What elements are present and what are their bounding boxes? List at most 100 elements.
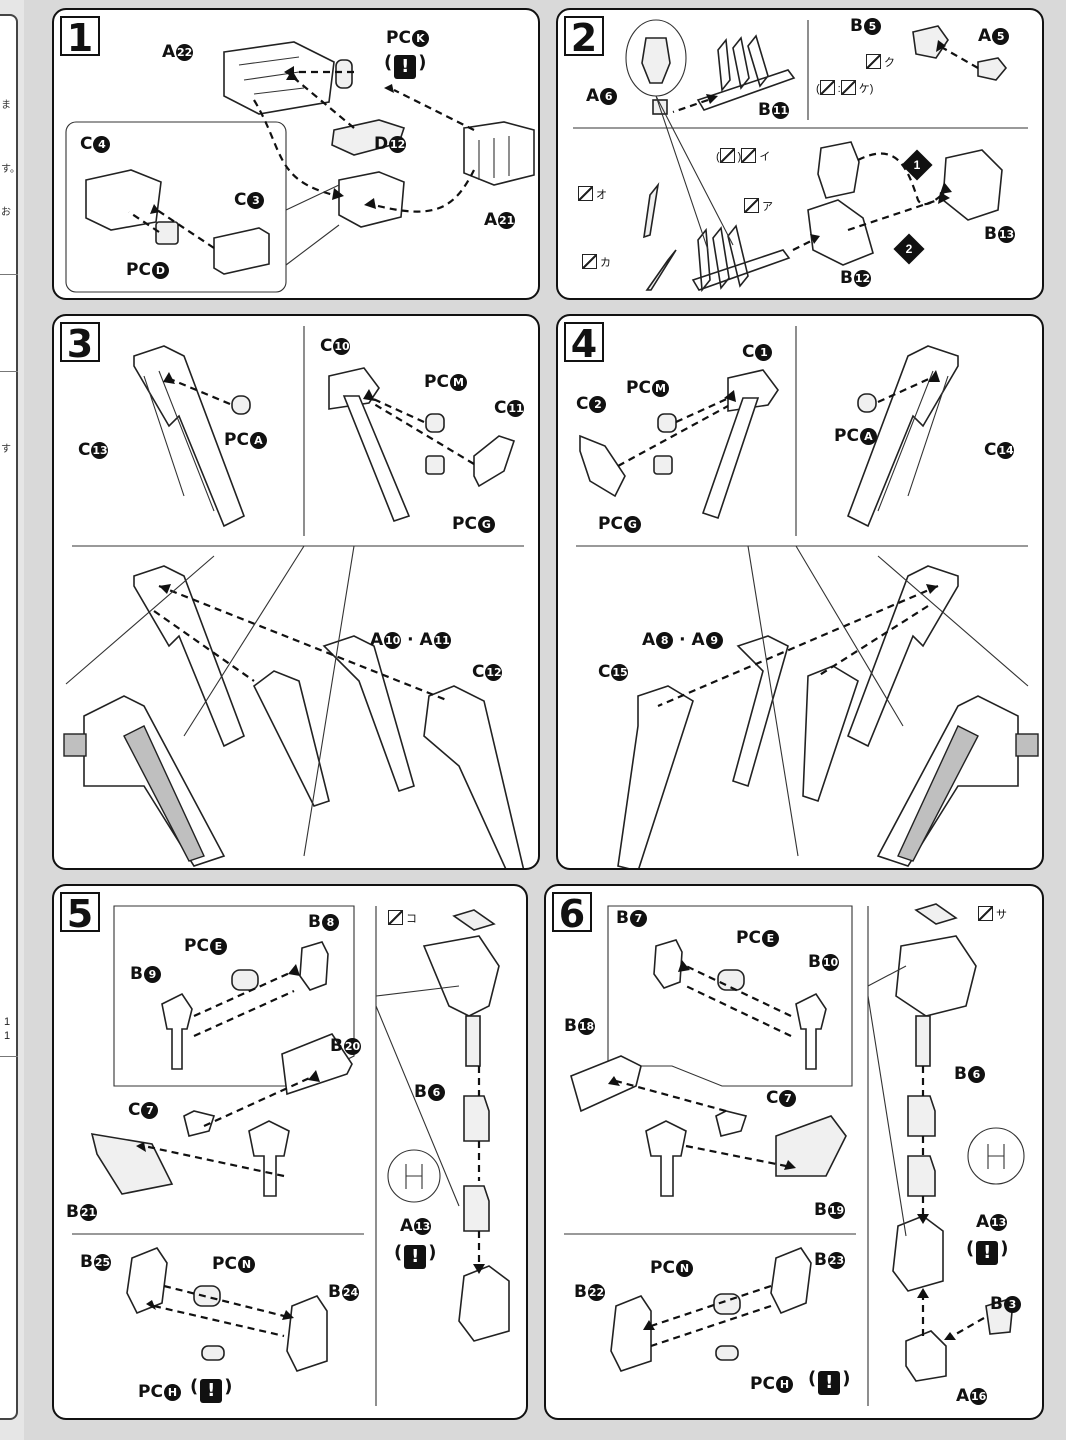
step-number: 6: [552, 892, 592, 934]
part-b24: [286, 1295, 328, 1372]
detail-bubble: [387, 1149, 441, 1203]
part-a5: [977, 57, 1008, 81]
detail-bubble: [967, 1127, 1025, 1185]
part-a8-a9: [732, 635, 789, 788]
part-c12: [423, 685, 525, 868]
step-number: 3: [60, 322, 100, 364]
part-a16: [905, 1330, 947, 1382]
part-a13: [463, 1185, 490, 1232]
runner-frame: [691, 224, 791, 293]
nipper-icon: [866, 54, 881, 69]
part-a6-zoom: [641, 37, 671, 84]
ball-joint: [248, 1120, 290, 1197]
foot-assembly: [892, 1215, 944, 1292]
leg-shade: [123, 725, 205, 862]
part-b10: [795, 992, 827, 1070]
step-4-diagram: [576, 326, 1039, 868]
armor-plate: [914, 903, 958, 925]
part-b25: [126, 1247, 168, 1315]
page-number: 1: [4, 1030, 11, 1042]
part-a13: [907, 1155, 936, 1197]
part-b20: [281, 1033, 353, 1096]
cutter-mark-sa: サ: [978, 906, 1007, 922]
cutter-mark-i: ()イ: [716, 148, 770, 164]
nipper-icon: [578, 186, 593, 201]
part-b18: [570, 1055, 642, 1113]
part-b23: [770, 1247, 812, 1315]
caution-mark: (!): [808, 1368, 851, 1395]
part-c7: [183, 1110, 216, 1137]
part-c7: [715, 1110, 748, 1137]
part-a10-a11: [322, 635, 415, 793]
foot-shaft: [915, 1015, 931, 1067]
nipper-icon: [744, 198, 759, 213]
detail-icon: [719, 148, 735, 163]
cutter-mark-a: ア: [744, 198, 773, 214]
cutter-mark-o: オ: [578, 186, 607, 202]
divider: [0, 274, 18, 275]
step-number: 1: [60, 16, 100, 58]
hinge-block: [63, 733, 87, 757]
foot-assembly: [458, 1265, 510, 1342]
cutter-mark-ku: ク: [866, 54, 895, 70]
part-c11: [473, 435, 516, 488]
blade-ka: [645, 249, 677, 291]
page-edge-frame: [0, 14, 18, 1420]
part-c13: [133, 345, 246, 528]
part-b11: [696, 34, 796, 111]
nipper-icon: [582, 254, 597, 269]
step-6-diagram: [564, 903, 1025, 1406]
step-number: 5: [60, 892, 100, 934]
part-c15: [617, 685, 694, 868]
leg-piece-4a: [701, 397, 760, 520]
part-a21: [463, 121, 535, 186]
part-pcd: [155, 221, 179, 245]
page-number: 1: [4, 1016, 11, 1028]
part-c3: [213, 227, 270, 275]
cutter-mark-ko: コ: [388, 910, 417, 926]
divider: [0, 371, 18, 372]
leg-assembly-right: [846, 565, 959, 748]
nipper-icon: [741, 148, 757, 163]
edge-text: す: [1, 444, 11, 455]
step-2-diagram: [573, 19, 1028, 293]
part-b9: [161, 992, 193, 1070]
sub-assembly-frame: [65, 121, 287, 293]
part-pca: [231, 395, 251, 415]
part-b13: [942, 149, 1003, 221]
part-b12-sub: [817, 141, 860, 199]
caution-mark: (!): [384, 52, 427, 79]
cutter-mark-ke: (:ケ): [816, 80, 873, 96]
caution-mark: (!): [966, 1238, 1009, 1265]
edge-text: ま: [1, 100, 11, 111]
socket-center: [338, 171, 405, 228]
part-pch: [715, 1345, 739, 1361]
edge-text: す。: [1, 164, 20, 175]
part-b21: [90, 1133, 174, 1195]
